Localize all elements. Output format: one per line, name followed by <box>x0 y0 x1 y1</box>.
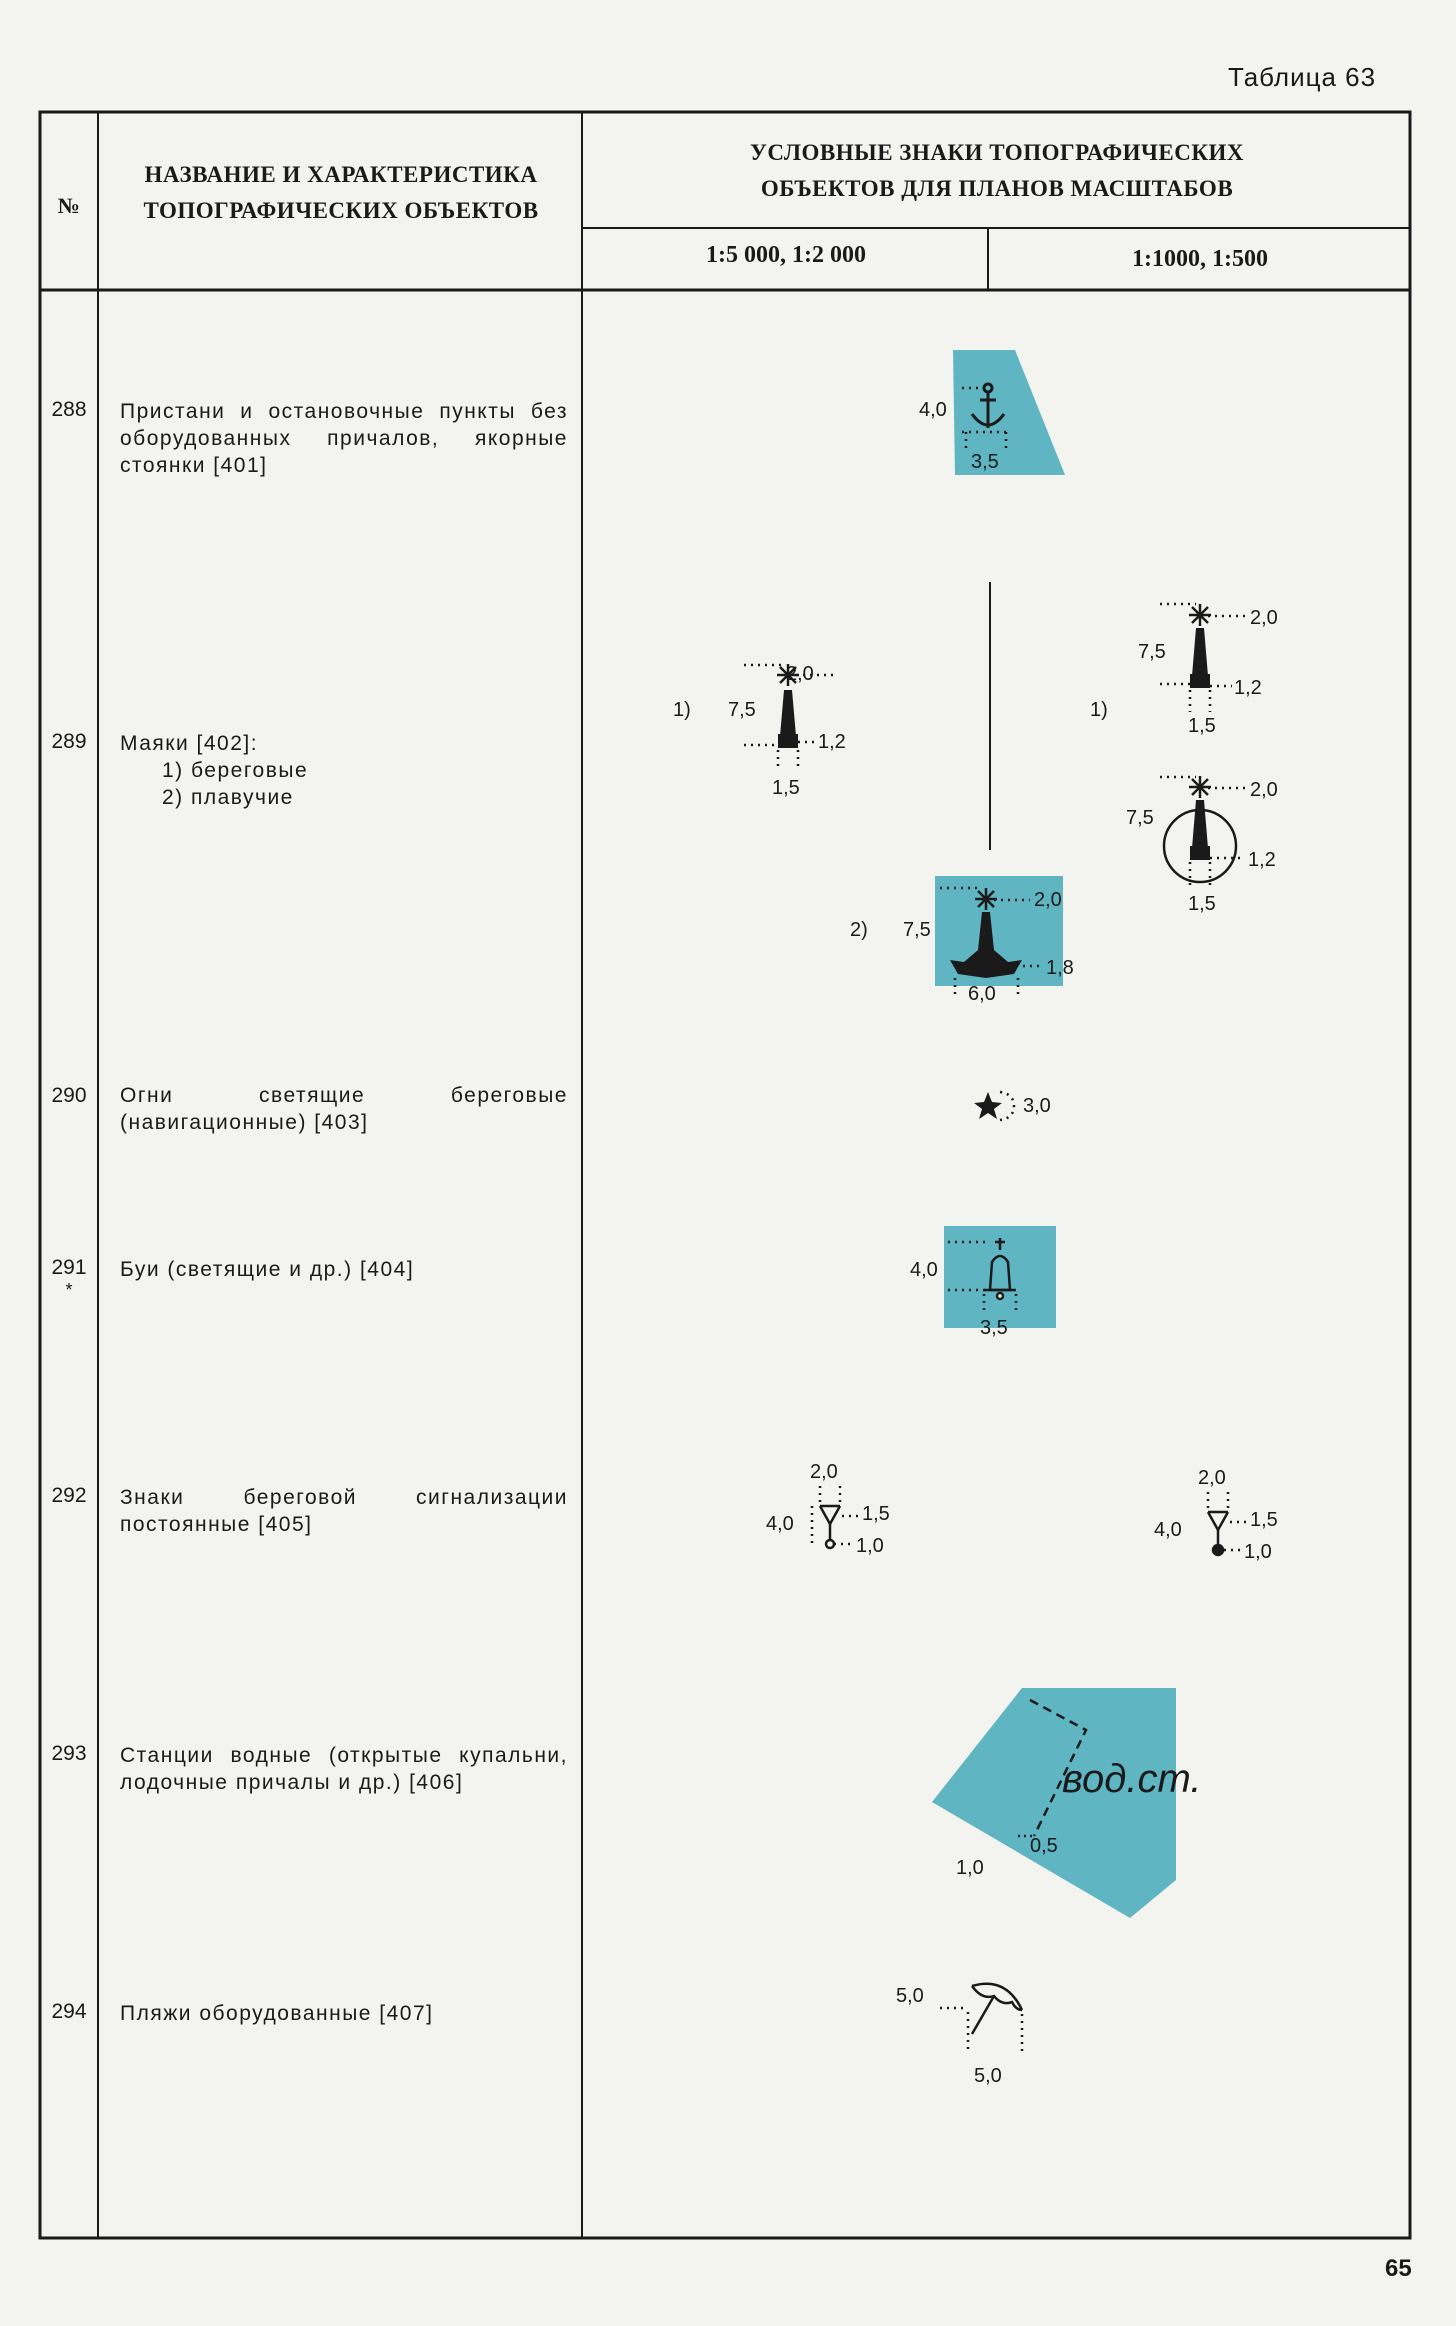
page-number: 65 <box>1385 2255 1412 2282</box>
row-desc-289: Маяки [402]: 1) береговые 2) плавучие <box>120 730 568 811</box>
symbol-292-a: 2,0 4,0 1,5 1,0 <box>766 1461 890 1557</box>
lighthouse-icon <box>777 664 799 748</box>
dim-left: 4,0 <box>1154 1519 1182 1541</box>
header-name-line1: НАЗВАНИЕ И ХАРАКТЕРИСТИКА <box>144 162 538 187</box>
signal-sign-open-icon <box>818 1504 842 1550</box>
symbol-293: вод.ст. 1,0 0,5 <box>932 1688 1201 1918</box>
row-desc-290: Огни светящие береговые (навигационные) … <box>120 1084 568 1134</box>
dim-base: 1,2 <box>1248 849 1276 871</box>
symbol-289-coastal-b: 1) 2,0 7,5 1,2 1,5 <box>1090 602 1278 737</box>
dim-bottom: 3,5 <box>980 1317 1008 1339</box>
dim-bottom: 1,0 <box>856 1535 884 1557</box>
dim-width: 1,5 <box>1188 893 1216 915</box>
table-grid <box>38 110 1412 2240</box>
dim-right: 1,5 <box>1250 1509 1278 1531</box>
dim-bottom: 1,0 <box>1244 1541 1272 1563</box>
lighthouse-circle-icon <box>1162 776 1238 884</box>
row-num-293: 293 <box>51 1742 87 1765</box>
dim-right: 1,5 <box>862 1503 890 1525</box>
row-desc-293: Станции водные (открытые купальни, лодоч… <box>120 1744 568 1794</box>
header-name-line2: ТОПОГРАФИЧЕСКИХ ОБЪЕКТОВ <box>143 198 539 223</box>
dim-top: 2,0 <box>1250 607 1278 629</box>
row-desc-291: Буи (светящие и др.) [404] <box>120 1258 415 1281</box>
symbol-292-b: 2,0 4,0 1,5 1,0 <box>1154 1467 1278 1563</box>
buoy-icon <box>984 1238 1016 1301</box>
header-signs-line2: ОБЪЕКТОВ ДЛЯ ПЛАНОВ МАСШТАБОВ <box>760 176 1234 201</box>
star-icon <box>974 1092 1002 1119</box>
marker: 1) <box>1090 699 1108 721</box>
row-num-294: 294 <box>51 2000 87 2023</box>
header-num: № <box>57 193 81 218</box>
dim-base: 1,8 <box>1046 957 1074 979</box>
water-fill <box>953 350 1065 475</box>
symbol-290: 3,0 <box>974 1090 1051 1122</box>
umbrella-icon <box>970 1982 1024 2035</box>
header-signs-line1: УСЛОВНЫЕ ЗНАКИ ТОПОГРАФИЧЕСКИХ <box>749 140 1245 165</box>
dim-base: 1,2 <box>818 731 846 753</box>
signal-sign-filled-icon <box>1206 1510 1230 1557</box>
row-mark-291: * <box>65 1280 73 1300</box>
row-desc-288: Пристани и остановочные пункты без обору… <box>120 400 568 477</box>
symbol-289-floating: 2) 2,0 7,5 1,8 6,0 <box>850 876 1074 1005</box>
dim-top: 2,0 <box>810 1461 838 1483</box>
symbol-288: 4,0 3,5 <box>919 350 1065 475</box>
dim-b: 0,5 <box>1030 1835 1058 1857</box>
floating-lighthouse-icon <box>950 888 1022 978</box>
station-label: вод.ст. <box>1062 1757 1201 1801</box>
anchor-icon <box>970 382 1006 428</box>
lighthouse-icon <box>1189 604 1211 688</box>
row-desc-294: Пляжи оборудованные [407] <box>120 2002 434 2025</box>
dim-left: 4,0 <box>766 1513 794 1535</box>
row-num-291: 291 <box>51 1256 87 1279</box>
dim-left: 5,0 <box>896 1985 924 2007</box>
dim-top: 2,0 <box>1250 779 1278 801</box>
water-fill <box>932 1688 1176 1918</box>
dim-height: 7,5 <box>728 699 756 721</box>
dim-width: 1,5 <box>1188 715 1216 737</box>
dim-bottom: 5,0 <box>974 2065 1002 2087</box>
dim-bottom: 3,5 <box>971 451 999 473</box>
symbol-294: 5,0 5,0 <box>896 1982 1024 2087</box>
dim-height: 7,5 <box>1126 807 1154 829</box>
dim-left: 4,0 <box>910 1259 938 1281</box>
dim-left: 4,0 <box>919 399 947 421</box>
row-desc-289-sub1: 1) береговые <box>162 759 309 782</box>
symbol-289-coastal-a: 1) 2,0 7,5 1,2 1,5 <box>673 663 846 799</box>
marker: 1) <box>673 699 691 721</box>
header-signs: УСЛОВНЫЕ ЗНАКИ ТОПОГРАФИЧЕСКИХ ОБЪЕКТОВ … <box>584 135 1410 207</box>
table-caption: Таблица 63 <box>1228 62 1377 92</box>
dim-height: 7,5 <box>903 919 931 941</box>
dim-height: 7,5 <box>1138 641 1166 663</box>
symbol-289-coastal-c: 2,0 7,5 1,2 1,5 <box>1126 775 1278 915</box>
symbol-291: 4,0 3,5 <box>910 1226 1056 1339</box>
dim-width: 1,5 <box>772 777 800 799</box>
row-desc-289-title: Маяки [402]: <box>120 732 259 755</box>
dim-top: 2,0 <box>1198 1467 1226 1489</box>
row-num-290: 290 <box>51 1084 87 1107</box>
row-desc-289-sub2: 2) плавучие <box>162 786 294 809</box>
dim-base: 1,2 <box>1234 677 1262 699</box>
row-num-288: 288 <box>51 398 87 421</box>
dim-top: 2,0 <box>1034 889 1062 911</box>
header-name: НАЗВАНИЕ И ХАРАКТЕРИСТИКА ТОПОГРАФИЧЕСКИ… <box>100 157 582 229</box>
dim-a: 1,0 <box>956 1857 984 1879</box>
dim-width: 6,0 <box>968 983 996 1005</box>
row-num-292: 292 <box>51 1484 87 1507</box>
marker: 2) <box>850 919 868 941</box>
row-num-289: 289 <box>51 730 87 753</box>
scale-b: 1:1000, 1:500 <box>1132 246 1268 272</box>
row-desc-292: Знаки береговой сигнализации постоянные … <box>120 1486 568 1536</box>
scale-a: 1:5 000, 1:2 000 <box>706 242 866 268</box>
dim: 3,0 <box>1023 1095 1051 1117</box>
